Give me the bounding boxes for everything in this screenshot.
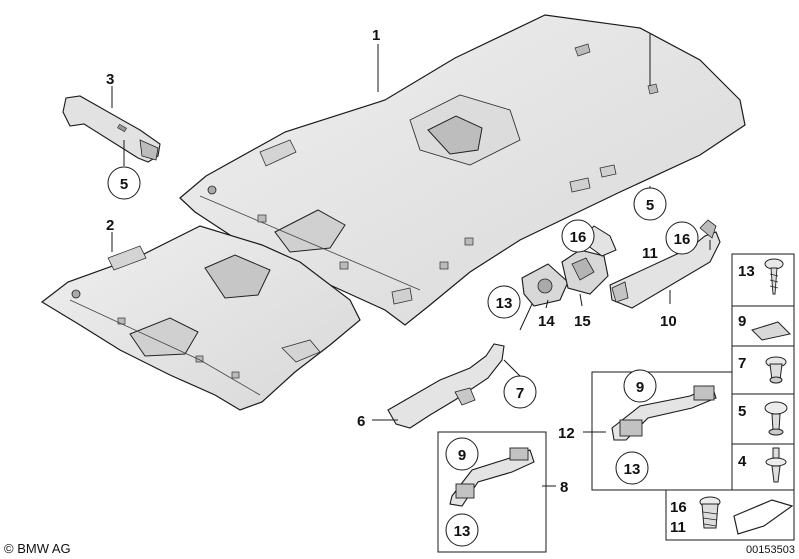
callouts <box>107 166 699 547</box>
bracket-10[interactable] <box>609 219 721 309</box>
bracket-long[interactable] <box>387 343 505 429</box>
label-2: 2 <box>106 217 114 234</box>
pad-icon <box>751 321 792 341</box>
label-9-left: 9 <box>458 447 466 464</box>
legend-label-16: 16 <box>670 499 687 516</box>
legend-label-5: 5 <box>738 403 746 420</box>
grab-handle-left[interactable] <box>437 431 547 553</box>
label-7: 7 <box>516 385 524 402</box>
label-10: 10 <box>660 313 677 330</box>
image-id: 00153503 <box>746 544 795 556</box>
legend-label-11: 11 <box>670 519 686 536</box>
label-15: 15 <box>574 313 591 330</box>
part-number-labels: 1 2 3 5 5 6 7 8 9 13 12 9 13 10 11 16 14… <box>106 27 755 540</box>
plug-icon <box>699 496 721 529</box>
grab-handle-right[interactable] <box>591 371 733 491</box>
mount-15[interactable] <box>561 249 609 295</box>
label-14: 14 <box>538 313 555 330</box>
label-5-roof: 5 <box>646 197 654 214</box>
label-13-mount: 13 <box>496 295 513 312</box>
leader-lines <box>111 34 711 487</box>
label-1: 1 <box>372 27 380 44</box>
legend-label-9: 9 <box>738 313 746 330</box>
screw-icon <box>764 258 784 295</box>
headliner-main[interactable] <box>179 14 746 326</box>
legend-label-13: 13 <box>738 263 755 280</box>
arrow-icon <box>733 499 794 535</box>
label-16-bracket: 16 <box>674 231 691 248</box>
legend-label-4: 4 <box>738 453 747 470</box>
label-11: 11 <box>642 245 658 262</box>
label-5-clip: 5 <box>120 176 128 193</box>
label-16-mount: 16 <box>570 229 587 246</box>
fastener-legend <box>665 253 795 541</box>
expanding-rivet-icon <box>765 447 787 483</box>
label-8: 8 <box>560 479 568 496</box>
push-clip-icon <box>764 401 788 436</box>
label-12: 12 <box>558 425 575 442</box>
bracket-top[interactable] <box>62 95 161 163</box>
mount-14[interactable] <box>521 263 569 307</box>
copyright: © BMW AG <box>4 541 71 556</box>
label-3: 3 <box>106 71 114 88</box>
label-6: 6 <box>357 413 365 430</box>
legend-label-7: 7 <box>738 355 746 372</box>
label-9-right: 9 <box>636 379 644 396</box>
headliner-small[interactable] <box>40 225 361 411</box>
label-13-left: 13 <box>454 523 471 540</box>
label-13-right: 13 <box>624 461 641 478</box>
clip-icon <box>765 356 787 384</box>
